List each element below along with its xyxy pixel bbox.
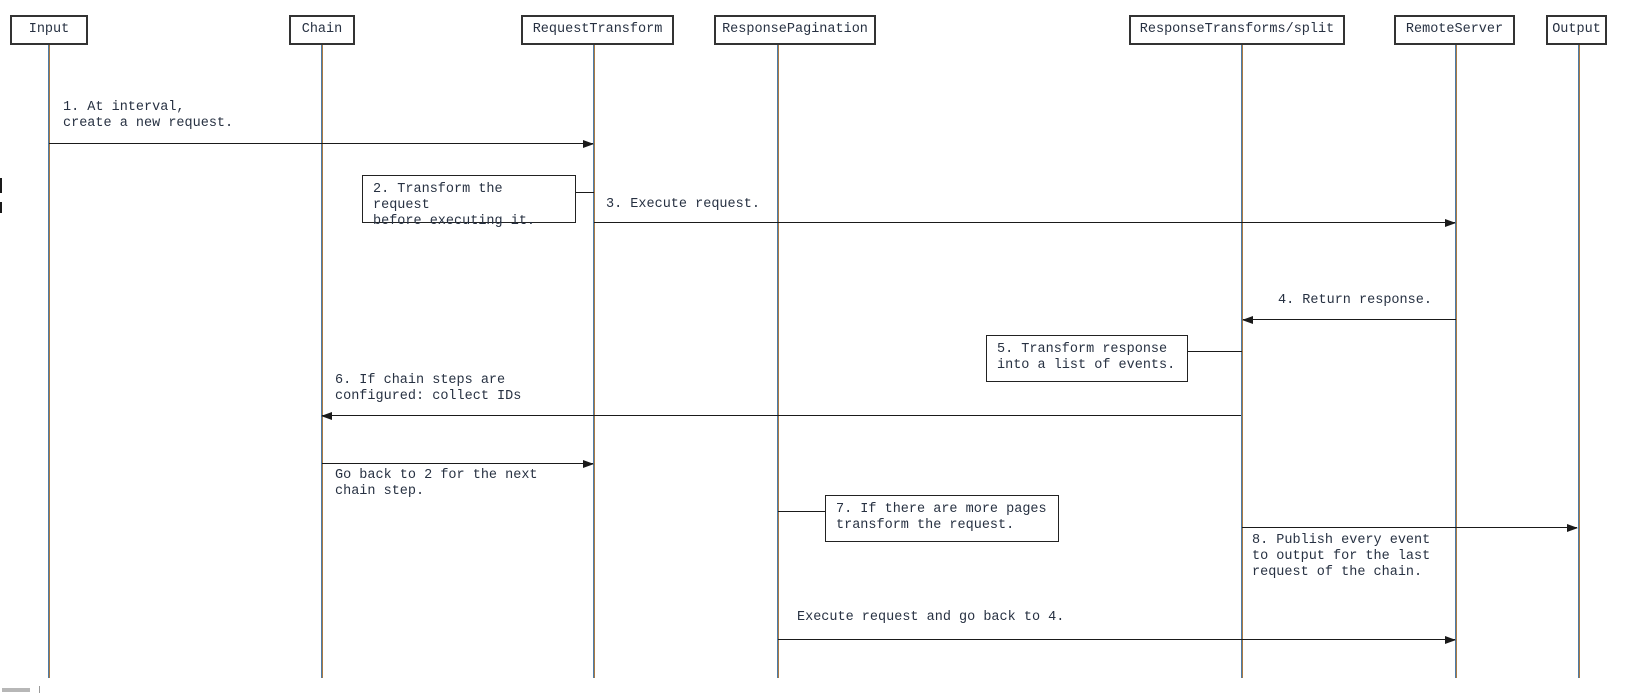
message-label-4: 4. Return response.	[1278, 293, 1432, 308]
message-label-8: 8. Publish every event to output for the…	[1252, 533, 1431, 580]
lifeline-input	[48, 45, 50, 678]
participant-label: Input	[28, 22, 70, 37]
message-arrow-go-back	[322, 460, 594, 468]
participant-output: Output	[1546, 15, 1607, 45]
participant-label: RequestTransform	[532, 22, 663, 37]
participant-remote-server: RemoteServer	[1394, 15, 1515, 45]
message-label-execute: Execute request and go back to 4.	[797, 610, 1065, 625]
message-arrow-execute	[778, 636, 1456, 644]
note-step-2: 2. Transform the request before executin…	[362, 175, 576, 229]
lifeline-response-pagination	[777, 45, 779, 678]
left-edge-artifact	[0, 178, 2, 193]
note-connector-2	[576, 192, 594, 193]
note-connector-5	[1188, 351, 1242, 352]
lifeline-request-transform	[593, 45, 595, 678]
lifeline-chain	[321, 45, 323, 678]
participant-chain: Chain	[289, 15, 355, 45]
participant-response-pagination: ResponsePagination	[714, 15, 876, 45]
participant-label: ResponsePagination	[722, 22, 868, 37]
note-connector-7	[778, 511, 825, 512]
participant-request-transform: RequestTransform	[521, 15, 674, 45]
message-arrow-8	[1242, 524, 1578, 532]
participant-label: ResponseTransforms/split	[1139, 22, 1335, 37]
participant-response-transforms-split: ResponseTransforms/split	[1129, 15, 1345, 45]
bottom-edge-artifact	[2, 688, 30, 692]
message-label-go-back: Go back to 2 for the next chain step.	[335, 468, 538, 499]
participant-input: Input	[10, 15, 88, 45]
lifeline-remote-server	[1455, 45, 1457, 678]
message-arrow-6	[321, 412, 1241, 420]
left-edge-artifact	[0, 202, 2, 213]
participant-label: RemoteServer	[1405, 22, 1504, 37]
bottom-edge-artifact	[39, 686, 40, 693]
lifeline-output	[1578, 45, 1580, 678]
message-label-3: 3. Execute request.	[606, 197, 760, 212]
participant-label: Output	[1552, 22, 1601, 37]
message-arrow-4	[1242, 316, 1456, 324]
note-step-5: 5. Transform response into a list of eve…	[986, 335, 1188, 382]
message-label-6: 6. If chain steps are configured: collec…	[335, 373, 522, 404]
message-arrow-3	[594, 219, 1456, 227]
participant-label: Chain	[301, 22, 343, 37]
lifeline-response-transforms-split	[1241, 45, 1243, 678]
message-label-1: 1. At interval, create a new request.	[63, 100, 234, 131]
note-step-7: 7. If there are more pages transform the…	[825, 495, 1059, 542]
message-arrow-1	[49, 140, 594, 148]
